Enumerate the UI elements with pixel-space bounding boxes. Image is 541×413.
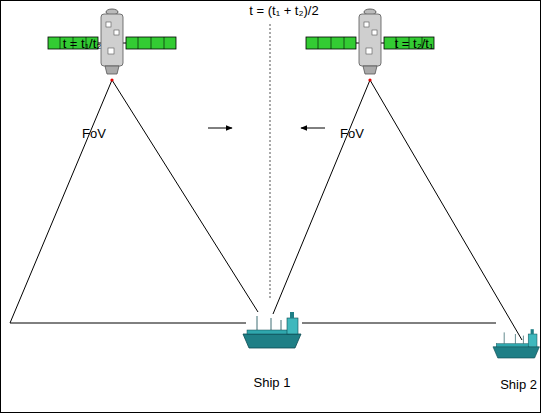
time-label: t = (t₁ + t₂)/2 [249, 4, 318, 19]
midpoint-line [270, 24, 271, 300]
fov-edge [112, 80, 258, 312]
satellite-icon [306, 9, 434, 82]
motion-arrow [208, 128, 232, 129]
fov-edge [370, 80, 522, 340]
fov-label: FoV [340, 127, 364, 142]
time-label: t = t₁/t₂ [63, 37, 102, 52]
fov-lines [10, 80, 522, 340]
ship-label: Ship 2 [500, 378, 537, 393]
ship-icon [243, 312, 301, 348]
ground-line [10, 323, 246, 324]
fov-label: FoV [82, 127, 106, 142]
time-label: t = t₂/t₁ [395, 37, 434, 52]
ground-line [302, 323, 496, 324]
ship-icon [493, 329, 539, 358]
ship-label: Ship 1 [254, 376, 291, 391]
motion-arrow [301, 128, 325, 129]
satellite-icon [48, 9, 176, 82]
fov-edge [273, 80, 370, 314]
fov-edge [10, 80, 112, 323]
